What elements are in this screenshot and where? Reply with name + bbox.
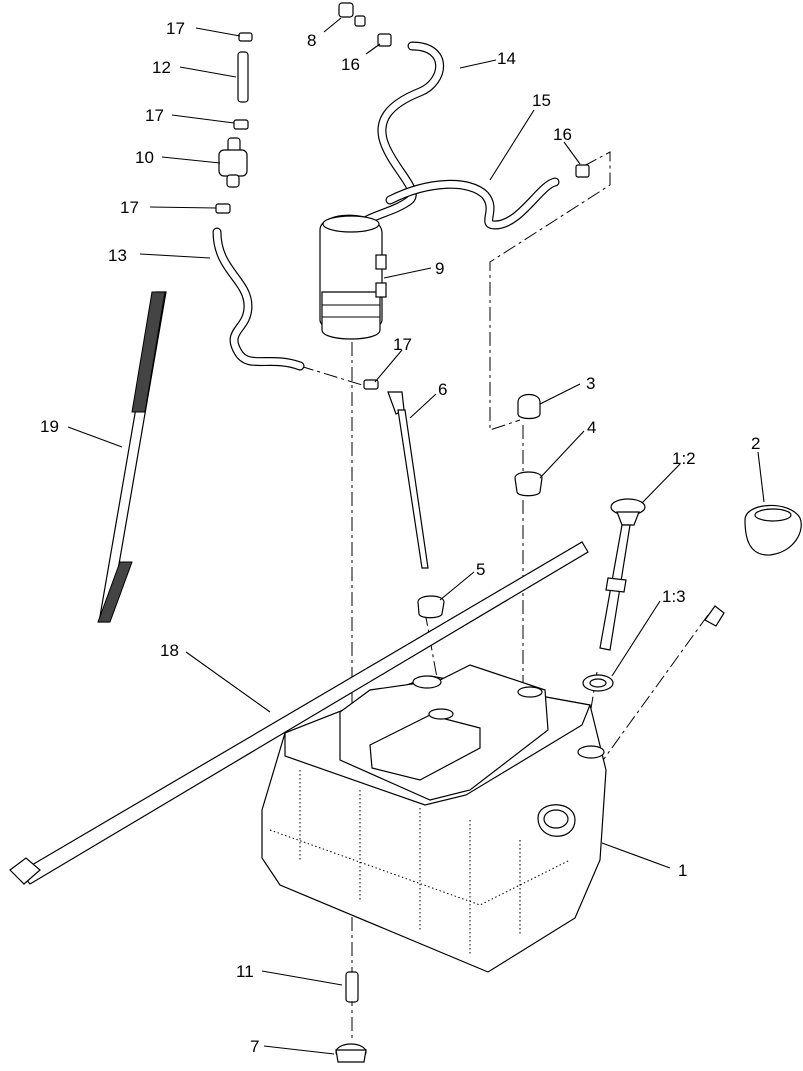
callout-17-upper: 17 xyxy=(145,106,164,125)
callout-15: 15 xyxy=(532,91,551,110)
callout-17-middle: 17 xyxy=(120,198,139,217)
fuel-hose-13 xyxy=(212,227,305,371)
tank-foot-parts xyxy=(335,971,367,1063)
callout-1-3: 1:3 xyxy=(662,587,686,606)
fuel-gauge xyxy=(599,498,646,651)
callout-6: 6 xyxy=(438,380,447,399)
vent-rod xyxy=(97,291,167,623)
callout-1-2: 1:2 xyxy=(672,449,696,468)
callout-1: 1 xyxy=(678,861,687,880)
callout-9: 9 xyxy=(435,259,444,278)
fuel-filter xyxy=(218,137,248,188)
fittings xyxy=(338,2,590,178)
callout-16-right: 16 xyxy=(553,125,572,144)
charcoal-canister xyxy=(319,214,387,340)
fuel-cap xyxy=(704,504,802,627)
hose-clamps xyxy=(215,32,379,390)
callout-10: 10 xyxy=(135,148,154,167)
callout-18: 18 xyxy=(160,641,179,660)
callout-7: 7 xyxy=(250,1037,259,1056)
callout-2: 2 xyxy=(751,434,760,453)
fuel-tank xyxy=(261,664,607,973)
callout-8: 8 xyxy=(307,31,316,50)
callout-11: 11 xyxy=(236,962,254,981)
callout-13: 13 xyxy=(108,246,127,265)
leader-lines xyxy=(67,17,765,1055)
tank-strap xyxy=(9,541,589,885)
tank-grommets xyxy=(417,393,543,619)
callout-labels: 17 12 17 10 17 13 8 16 14 15 16 9 17 6 3… xyxy=(40,19,760,1056)
callout-17-lower: 17 xyxy=(393,335,412,354)
callout-3: 3 xyxy=(586,374,595,393)
fuel-hose-12 xyxy=(237,51,249,103)
callout-4: 4 xyxy=(587,418,596,437)
callout-14: 14 xyxy=(497,49,516,68)
callout-19: 19 xyxy=(40,417,59,436)
fuel-hose-14 xyxy=(355,41,445,230)
fuel-pickup-tube xyxy=(387,391,429,569)
callout-5: 5 xyxy=(476,560,485,579)
fuel-hose-15 xyxy=(385,177,560,230)
callout-16-left: 16 xyxy=(341,55,360,74)
callout-12: 12 xyxy=(152,58,171,77)
callout-17-top: 17 xyxy=(166,19,185,38)
gauge-grommet xyxy=(582,674,614,692)
